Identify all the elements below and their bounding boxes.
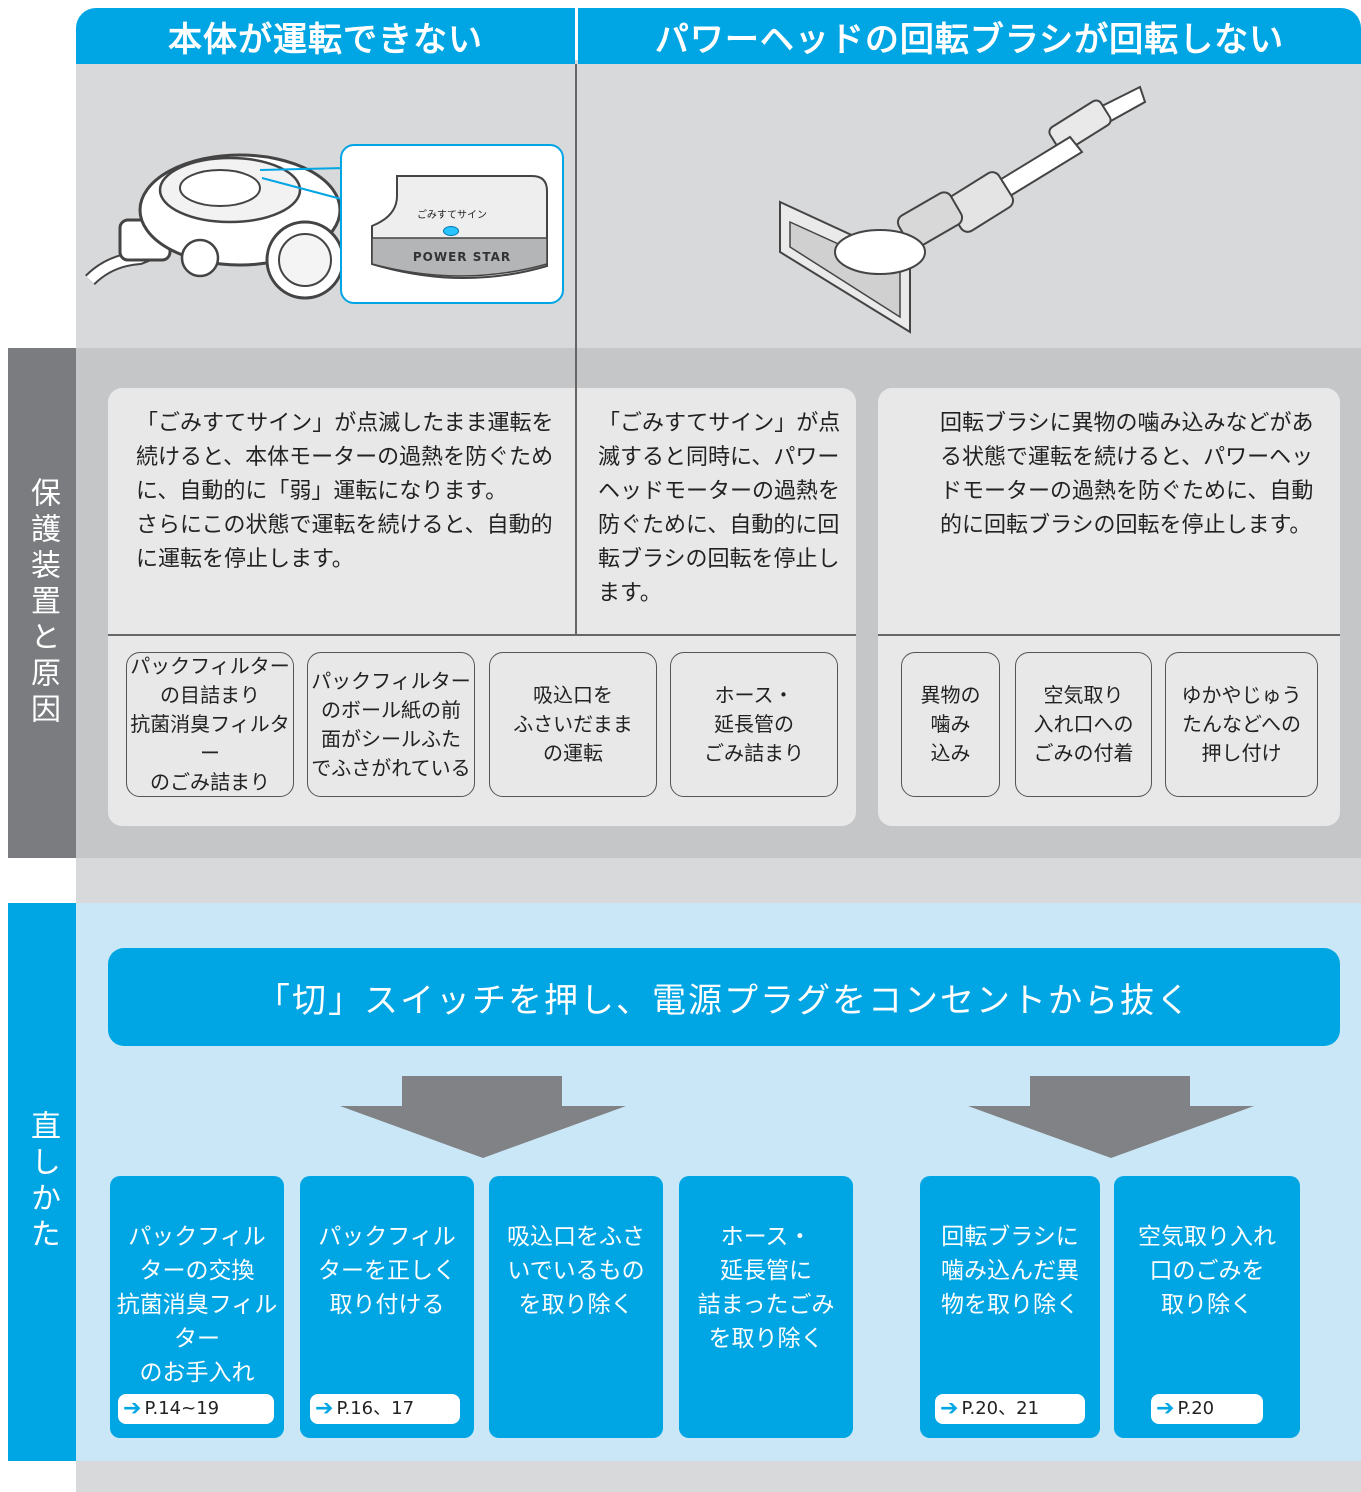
- page-link-20-21[interactable]: ➔P.20、21: [935, 1394, 1085, 1424]
- page-link-14-19[interactable]: ➔P.14~19: [118, 1394, 274, 1424]
- remedy-clear-hose: ホース・ 延長管に 詰まったごみ を取り除く: [679, 1176, 853, 1438]
- arrow-right-icon: ➔: [940, 1396, 959, 1421]
- indicator-light-icon: [443, 226, 459, 236]
- page-ref: P.20、21: [961, 1398, 1040, 1419]
- arrow-right-icon: ➔: [315, 1396, 334, 1421]
- cause-pack-filter-sealed: パックフィルター のボール紙の前 面がシールふた でふさがれている: [307, 652, 475, 797]
- arrow-right-icon: ➔: [1156, 1396, 1175, 1421]
- remedy-text: 回転ブラシに 噛み込んだ異 物を取り除く: [941, 1224, 1079, 1318]
- separator-band: [76, 858, 1361, 903]
- bottom-band: [76, 1461, 1361, 1492]
- cause-air-intake-dust: 空気取り 入れ口への ごみの付着: [1015, 652, 1152, 797]
- page-link-20[interactable]: ➔P.20: [1151, 1394, 1263, 1424]
- unplug-banner: 「切」スイッチを押し、電源プラグをコンセントから抜く: [108, 948, 1340, 1046]
- brand-logo: POWER STAR: [412, 250, 512, 264]
- description-body: 「ごみすてサイン」が点滅したまま運転を続けると、本体モーターの過熱を防ぐために、…: [136, 411, 554, 572]
- page-ref: P.16、17: [336, 1398, 415, 1419]
- remedy-replace-filter: パックフィル ターの交換 抗菌消臭フィルター のお手入れ (水洗い)をする ➔P…: [110, 1176, 284, 1438]
- column-divider-inner: [575, 388, 577, 634]
- header-body-not-operating: 本体が運転できない: [76, 8, 575, 64]
- remedy-text: 吸込口をふさ いでいるもの を取り除く: [507, 1224, 645, 1318]
- page-ref: P.20: [1177, 1398, 1215, 1419]
- cause-pack-filter-clogged: パックフィルター の目詰まり 抗菌消臭フィルター のごみ詰まり: [126, 652, 294, 797]
- remedy-install-filter: パックフィル ターを正しく 取り付ける ➔P.16、17: [300, 1176, 474, 1438]
- remedy-text: パックフィル ターを正しく 取り付ける: [318, 1224, 456, 1318]
- description-powerhead: 「ごみすてサイン」が点滅すると同時に、パワーヘッドモーターの過熱を防ぐために、自…: [598, 411, 841, 606]
- sidebar-remedy-label: 直しかた: [8, 903, 76, 1461]
- callout-panel-shape: [371, 175, 548, 279]
- remedy-text: ホース・ 延長管に 詰まったごみ を取り除く: [697, 1224, 835, 1352]
- sidebar-cause-label: 保護装置と原因: [8, 348, 76, 858]
- page-link-16-17[interactable]: ➔P.16、17: [310, 1394, 460, 1424]
- remedy-clear-inlet: 吸込口をふさ いでいるもの を取り除く: [489, 1176, 663, 1438]
- remedy-text: 空気取り入れ 口のごみを 取り除く: [1138, 1224, 1276, 1318]
- column-divider: [575, 64, 577, 634]
- indicator-label: ごみすてサイン: [416, 210, 488, 221]
- cause-hose-clogged: ホース・ 延長管の ごみ詰まり: [670, 652, 838, 797]
- remedy-clean-air-intake: 空気取り入れ 口のごみを 取り除く ➔P.20: [1114, 1176, 1300, 1438]
- power-head-illustration: [779, 85, 1147, 334]
- card-divider-body: [108, 634, 856, 636]
- page-ref: P.14~19: [144, 1398, 220, 1419]
- down-arrow-left: [340, 1076, 626, 1158]
- description-brush: 回転ブラシに異物の噛み込みなどがある状態で運転を続けると、パワーヘッドモーターの…: [940, 411, 1314, 538]
- remedy-remove-object: 回転ブラシに 噛み込んだ異 物を取り除く ➔P.20、21: [920, 1176, 1100, 1438]
- down-arrow-right: [968, 1076, 1254, 1158]
- cause-pressed-against-floor: ゆかやじゅう たんなどへの 押し付け: [1165, 652, 1318, 797]
- vacuum-body-illustration: [85, 153, 346, 300]
- cause-inlet-blocked: 吸込口を ふさいだまま の運転: [489, 652, 657, 797]
- arrow-right-icon: ➔: [123, 1396, 142, 1421]
- card-divider-brush: [878, 634, 1340, 636]
- indicator-callout: ごみすてサイン POWER STAR: [340, 144, 564, 304]
- header-brush-not-rotating: パワーヘッドの回転ブラシが回転しない: [578, 8, 1361, 64]
- cause-foreign-object: 異物の 噛み 込み: [901, 652, 1000, 797]
